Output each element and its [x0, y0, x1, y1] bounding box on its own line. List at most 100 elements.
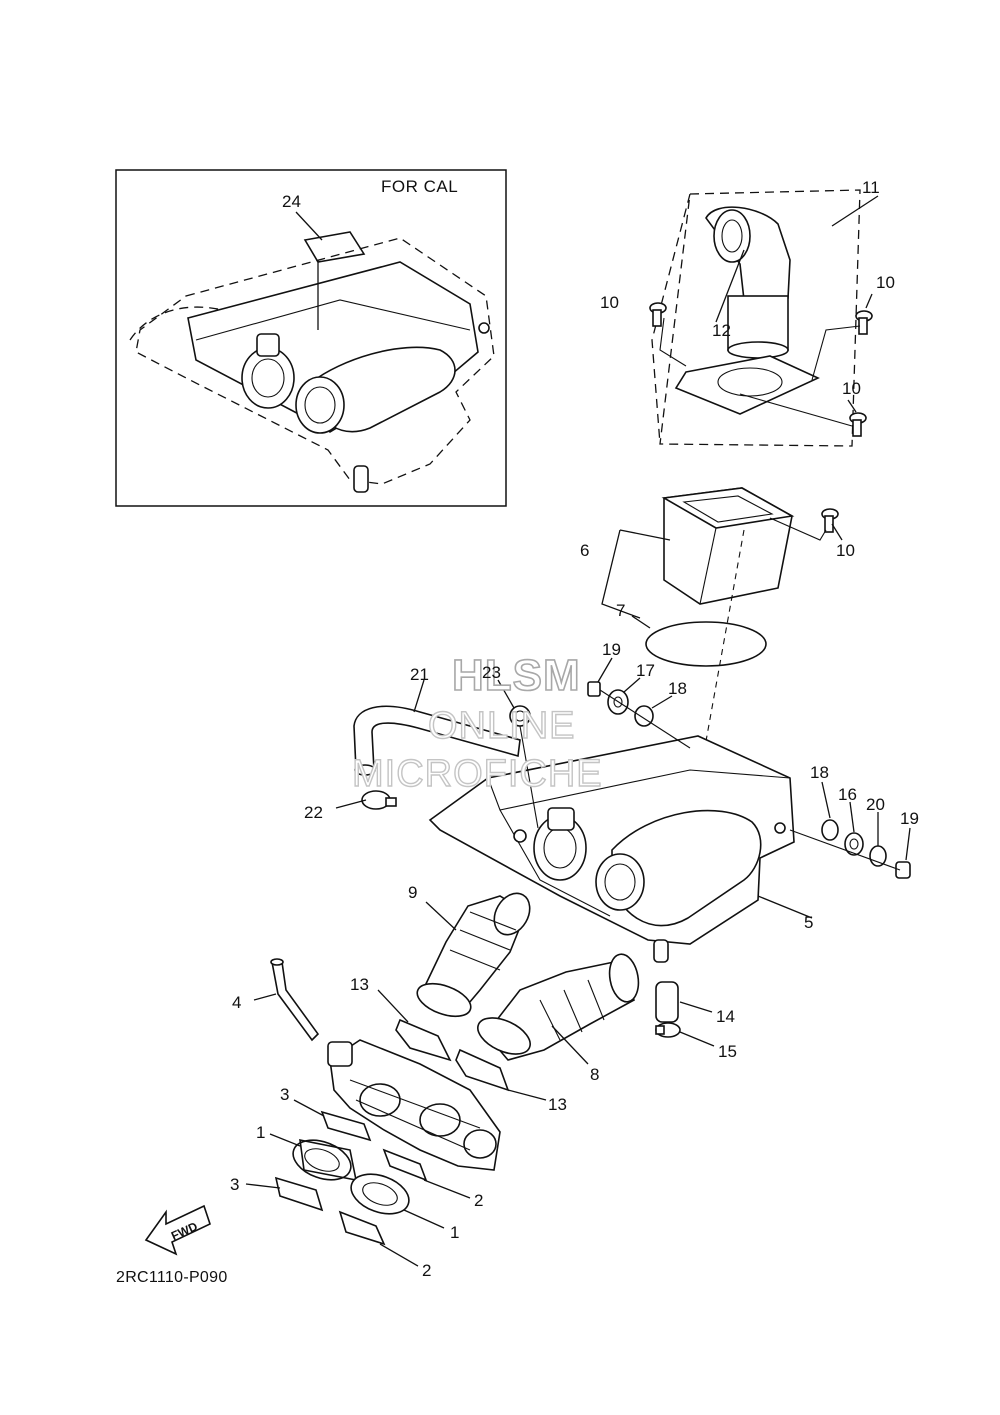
- callout-6: 6: [580, 541, 589, 560]
- callout-10-b: 10: [876, 273, 895, 292]
- airbox-port-right: [595, 853, 645, 911]
- intake-boot-8-bottom-flange: [477, 1017, 531, 1055]
- callout-18-a: 18: [668, 679, 687, 698]
- duct-mount-plate: [674, 355, 820, 415]
- leader-14: [679, 1001, 713, 1013]
- fasteners-group: [587, 657, 911, 879]
- throttle-pulley: [463, 1129, 497, 1159]
- forward-direction-arrow: FWD: [144, 1204, 211, 1256]
- callout-5: 5: [804, 913, 813, 932]
- inset-airbox-dashed-outline: [135, 237, 495, 485]
- leader-10a-path: [659, 317, 687, 367]
- callout-8: 8: [590, 1065, 599, 1084]
- throttle-bore-left: [359, 1083, 401, 1117]
- leader-12: [715, 249, 745, 323]
- leader-10c: [847, 399, 857, 413]
- leader-19a: [597, 657, 613, 683]
- clamp-band-part-13-b: [455, 1048, 510, 1092]
- screw-part-10-d: [821, 508, 839, 533]
- screw-part-10-a: [649, 302, 667, 327]
- leader-9: [425, 901, 457, 931]
- leader-1a: [269, 1133, 301, 1147]
- callout-23: 23: [482, 663, 501, 682]
- diagram-code: 2RC1110-P090: [116, 1269, 228, 1286]
- intake-boot-8-ribs: [539, 979, 605, 1041]
- leader-10c-path: [739, 393, 853, 427]
- leader-11: [831, 195, 879, 227]
- band-part-3-b: [274, 1176, 324, 1212]
- callout-19-a: 19: [602, 640, 621, 659]
- watermark-line-1: HLSM: [452, 651, 581, 700]
- inset-fitting: [256, 333, 280, 357]
- intake-boot-9-ribs: [449, 911, 517, 971]
- intake-duct-mouth: [713, 209, 751, 263]
- breather-hose-end: [354, 764, 376, 776]
- throttle-bore-right: [419, 1103, 461, 1137]
- clamp-band-part-13-a: [395, 1018, 452, 1062]
- airbox-case-part-5: [428, 735, 813, 963]
- assembly-11-dashed-left: [651, 193, 691, 445]
- drain-tube-part-14: [655, 981, 679, 1023]
- band-part-3-a: [320, 1110, 372, 1142]
- inset-intake-port-right-inner: [304, 386, 336, 424]
- inset-intake-port-left-inner: [251, 358, 285, 398]
- airbox-port-right-inner: [604, 863, 636, 901]
- leader-16: [849, 801, 855, 833]
- leader-3b: [245, 1183, 281, 1189]
- hose-4-end: [270, 958, 284, 966]
- leader-21: [413, 679, 425, 713]
- watermark: HLSM ONLINE MICROFICHE: [351, 650, 603, 796]
- callout-labels: 24 11 10 12 10 10 10 6 7 19 17 18 21 23 …: [230, 178, 919, 1280]
- callout-13-b: 13: [548, 1095, 567, 1114]
- callout-2-b: 2: [422, 1261, 431, 1280]
- assembly-11-dashed-boundary: [659, 189, 861, 447]
- air-filter-element-top: [661, 487, 795, 529]
- callout-10-a: 10: [600, 293, 619, 312]
- drain-group: [655, 981, 715, 1047]
- duct-mount-plate-opening: [717, 367, 783, 397]
- leader-2a: [423, 1179, 471, 1199]
- leader-8: [551, 1025, 589, 1065]
- bolt-part-19-a: [587, 681, 601, 697]
- hose-part-4: [253, 958, 320, 1042]
- joints-and-bands: [245, 1099, 471, 1267]
- joint-part-1-b: [350, 1173, 410, 1215]
- intake-duct-mouth-inner: [721, 219, 743, 253]
- callout-19-b: 19: [900, 809, 919, 828]
- watermark-line-3: MICROFICHE: [352, 753, 603, 795]
- inset-title: FOR CAL: [381, 177, 458, 196]
- leader-18a: [651, 695, 673, 709]
- callout-18-b: 18: [810, 763, 829, 782]
- fastener-axis-upper: [599, 689, 691, 749]
- airbox-rim: [487, 769, 791, 811]
- bolt-part-19-b: [895, 861, 911, 879]
- inset-airbox-rim: [195, 299, 471, 341]
- leader-10d: [831, 523, 843, 541]
- air-filter-element-group: [601, 487, 843, 831]
- band-part-2-a: [382, 1148, 428, 1182]
- throttle-sensor: [327, 1041, 353, 1067]
- callout-17: 17: [636, 661, 655, 680]
- leader-3a: [293, 1099, 325, 1117]
- callout-13-a: 13: [350, 975, 369, 994]
- leader-13a: [377, 989, 409, 1023]
- airbox-fitting: [547, 807, 575, 831]
- inset-intake-port-right: [295, 376, 345, 434]
- leader-5: [757, 895, 813, 919]
- throttle-body-assembly: [327, 1039, 501, 1171]
- callout-24: 24: [282, 192, 301, 211]
- callout-3-a: 3: [280, 1085, 289, 1104]
- assembly-11-group: [649, 189, 879, 447]
- intake-boot-part-8: [477, 953, 640, 1065]
- o-ring-part-7: [645, 621, 767, 667]
- washer-part-20: [869, 845, 887, 867]
- leader-2b: [379, 1243, 419, 1267]
- fwd-arrow-shape: [144, 1204, 211, 1256]
- breather-hose-group: [335, 679, 539, 829]
- throttle-body-detail: [349, 1079, 481, 1151]
- collar-part-18-b: [821, 819, 839, 841]
- leader-13b: [507, 1089, 547, 1101]
- clamp-part-15: [655, 1022, 681, 1038]
- inset-bolt: [478, 322, 490, 334]
- airbox-side-edge: [499, 809, 611, 917]
